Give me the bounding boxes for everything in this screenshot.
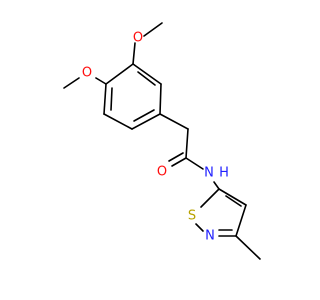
bond-carbonyl-n [185, 157, 204, 170]
bond-c5-c4 [218, 188, 247, 206]
atom-o-methoxy-left: O [82, 66, 92, 81]
atom-n-amide: N [204, 166, 214, 181]
bond-carbonyl-o-1 [171, 157, 187, 167]
bond-ring-d [103, 113, 133, 130]
bond-ring-a [132, 63, 162, 85]
bond-methyl-o-top [143, 22, 163, 37]
bond-n-ring-s [195, 223, 204, 232]
atom-s-ring: S [188, 209, 196, 224]
bond-ring-inner-1 [137, 71, 156, 86]
bond-c3-methyl [235, 235, 261, 260]
bond-s-c5 [200, 188, 220, 208]
bond-ring-f [105, 63, 134, 85]
bond-ring-inner-2 [133, 109, 155, 122]
atom-o-carbonyl: O [157, 165, 167, 180]
atom-label-layer: O O O N H S N [82, 31, 229, 244]
bond-ring-b [159, 83, 162, 115]
bond-carbonyl-o-2 [168, 152, 184, 162]
bond-c4-c5-inner [225, 195, 242, 207]
bond-ch2-carbonyl [185, 128, 189, 159]
bond-ring-e [103, 83, 107, 115]
atom-h-amide: H [219, 166, 229, 181]
atom-n-ring: N [205, 229, 215, 244]
bond-layer [63, 22, 261, 260]
bond-ring-c [131, 113, 161, 130]
bond-n-thiazole [213, 181, 220, 190]
bond-methyl-o-left [63, 77, 80, 89]
bond-ring-inner-3 [110, 87, 113, 111]
atom-o-methoxy-top: O [133, 31, 143, 46]
bond-c4-c3 [235, 204, 247, 237]
bond-ring-ch2 [159, 113, 189, 130]
bond-o-left-ring [95, 77, 107, 85]
bond-o-top-ring [132, 42, 136, 65]
molecule-diagram: O O O N H S N [63, 22, 261, 260]
